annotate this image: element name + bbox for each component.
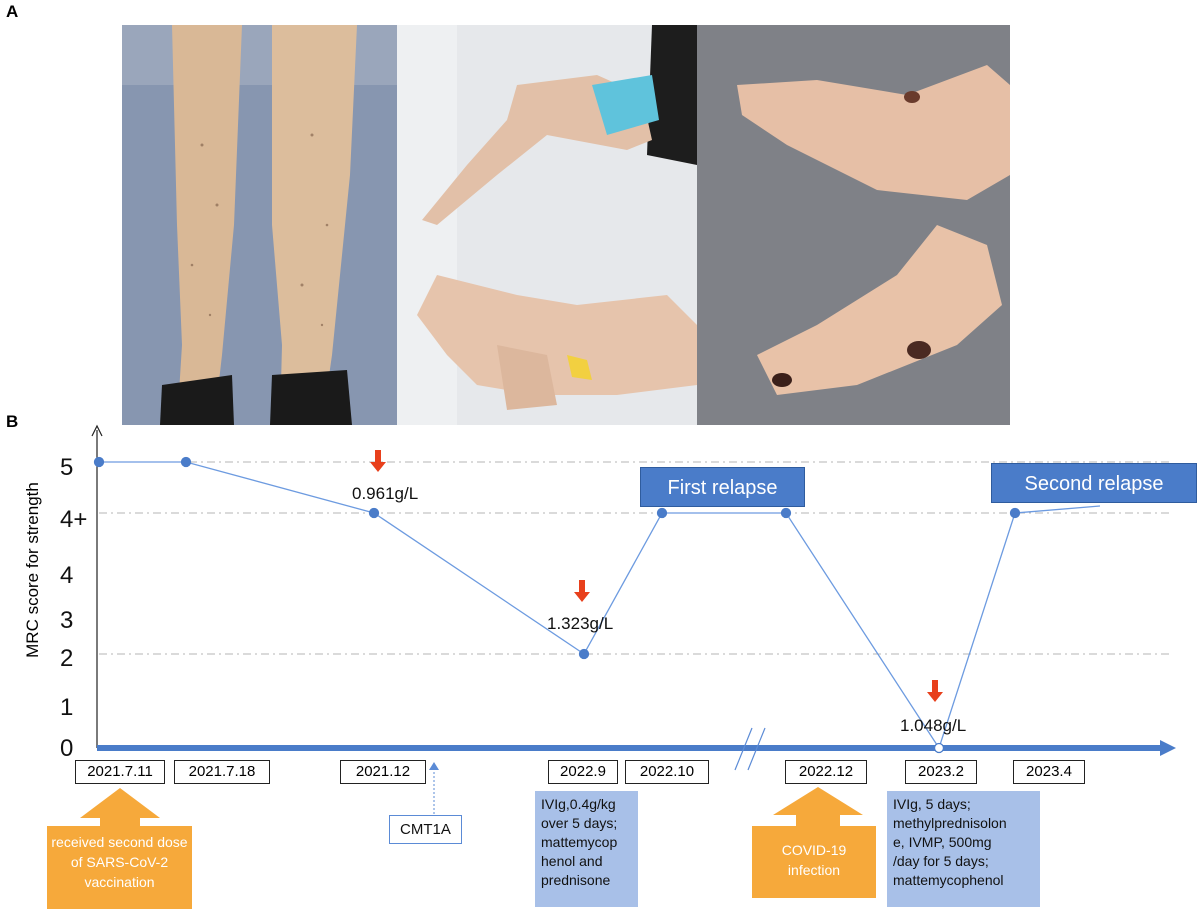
red-down-arrow bbox=[927, 680, 943, 702]
series-line bbox=[99, 461, 1101, 750]
treatment-2022-9-line: IVIg,0.4g/kg bbox=[541, 796, 616, 812]
panel-label-a: A bbox=[6, 2, 19, 21]
treatment-2022-9-line: henol and bbox=[541, 853, 603, 869]
covid-event-label: COVID-19 infection bbox=[752, 826, 876, 898]
red-down-arrow bbox=[574, 580, 590, 602]
feet-photo bbox=[697, 25, 1010, 425]
y-tick-label: 4+ bbox=[60, 506, 87, 533]
first-relapse-label: First relapse bbox=[640, 467, 805, 507]
orange-arrow-vaccination bbox=[80, 788, 160, 832]
axis-break-mark bbox=[734, 727, 753, 771]
red-down-arrow bbox=[370, 450, 386, 472]
cmt1a-label: CMT1A bbox=[389, 815, 462, 844]
y-tick-label: 1 bbox=[60, 694, 73, 721]
red-arrows bbox=[370, 450, 943, 702]
cmt-pointer-arrow bbox=[429, 762, 439, 817]
y-tick-label: 3 bbox=[60, 607, 73, 634]
x-axis-arrowhead bbox=[1160, 740, 1176, 756]
y-tick-label: 2 bbox=[60, 645, 73, 672]
data-point bbox=[780, 507, 792, 519]
gridlines bbox=[99, 461, 1170, 655]
y-tick-label: 4 bbox=[60, 562, 73, 589]
data-point bbox=[1009, 507, 1021, 519]
point-annotations: 0.961g/L 1.323g/L 1.048g/L bbox=[352, 484, 966, 735]
data-point bbox=[933, 742, 945, 754]
axes bbox=[91, 424, 1176, 771]
legs-photo bbox=[122, 25, 397, 425]
treatment-2022-9-line: mattemycop bbox=[541, 834, 618, 850]
concentration-label: 1.323g/L bbox=[547, 614, 613, 633]
treatment-2023-2-line: mattemycophenol bbox=[893, 872, 1004, 888]
second-relapse-label: Second relapse bbox=[991, 463, 1197, 503]
mrc-series-line bbox=[99, 461, 1016, 750]
treatment-2023-2: IVIg, 5 days; methylprednisolon e, IVMP,… bbox=[887, 791, 1040, 907]
date-box-2023-4: 2023.4 bbox=[1013, 760, 1085, 784]
orange-arrow-covid bbox=[773, 787, 863, 827]
treatment-2023-2-line: e, IVMP, 500mg bbox=[893, 834, 992, 850]
date-box-2021-12: 2021.12 bbox=[340, 760, 426, 784]
y-axis-label: MRC score for strength bbox=[23, 482, 42, 658]
date-box-2021-7-11: 2021.7.11 bbox=[75, 760, 165, 784]
treatment-2023-2-line: IVIg, 5 days; bbox=[893, 796, 971, 812]
vaccination-event-label: received second dose of SARS-CoV-2 vacci… bbox=[47, 826, 192, 909]
data-point bbox=[368, 507, 380, 519]
treatment-2022-9: IVIg,0.4g/kg over 5 days; mattemycop hen… bbox=[535, 791, 638, 907]
y-tick-label: 0 bbox=[60, 735, 73, 762]
data-point bbox=[93, 456, 105, 468]
data-point bbox=[180, 456, 192, 468]
y-axis-arrowhead bbox=[91, 424, 103, 437]
concentration-label: 0.961g/L bbox=[352, 484, 418, 503]
treatment-2023-2-line: methylprednisolon bbox=[893, 815, 1007, 831]
date-box-2023-2: 2023.2 bbox=[905, 760, 977, 784]
y-tick-labels: 0 1 2 3 4 4+ 5 bbox=[60, 454, 87, 762]
date-box-2021-7-18: 2021.7.18 bbox=[174, 760, 270, 784]
data-point bbox=[578, 648, 590, 660]
concentration-label: 1.048g/L bbox=[900, 716, 966, 735]
date-box-2022-12: 2022.12 bbox=[785, 760, 867, 784]
date-box-2022-9: 2022.9 bbox=[548, 760, 618, 784]
date-box-2022-10: 2022.10 bbox=[625, 760, 709, 784]
hands-photo bbox=[397, 25, 697, 425]
axis-break-mark bbox=[747, 727, 766, 771]
treatment-2022-9-line: over 5 days; bbox=[541, 815, 618, 831]
treatment-2023-2-line: /day for 5 days; bbox=[893, 853, 989, 869]
data-point bbox=[656, 507, 668, 519]
y-tick-label: 5 bbox=[60, 454, 73, 481]
panel-label-b: B bbox=[6, 412, 19, 431]
data-points bbox=[93, 456, 1021, 754]
series-tail bbox=[1014, 505, 1101, 514]
treatment-2022-9-line: prednisone bbox=[541, 872, 611, 888]
